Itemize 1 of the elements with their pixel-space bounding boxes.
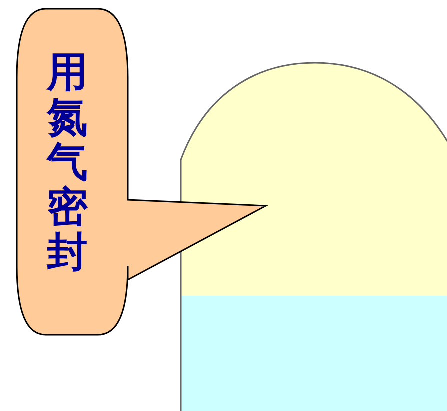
callout-text: 用氮气密封 <box>47 50 88 276</box>
